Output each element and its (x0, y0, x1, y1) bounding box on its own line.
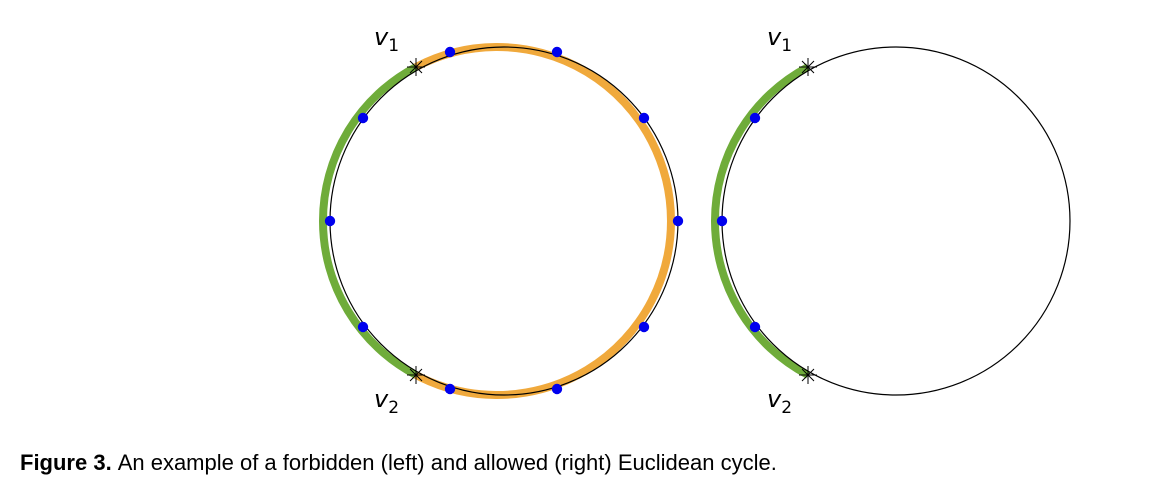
left-orange-arc (414, 43, 675, 399)
vertex-dot (749, 321, 761, 333)
vertex-dot (638, 112, 650, 124)
vertex-dot (551, 383, 563, 395)
figure-label: Figure 3. (20, 450, 112, 475)
right-cycle-line (721, 46, 1071, 396)
vertex-dot (324, 215, 336, 227)
star-marker-v2 (799, 366, 817, 384)
right-vertices (716, 112, 761, 333)
label-v2-right: v2 (767, 385, 792, 418)
figure-caption: Figure 3.An example of a forbidden (left… (20, 450, 777, 476)
star-marker-v2 (407, 366, 425, 384)
label-v1-left: v1 (374, 23, 399, 56)
vertex-dot (672, 215, 684, 227)
vertex-dot (444, 46, 456, 58)
vertex-dot (716, 215, 728, 227)
vertex-dot (357, 321, 369, 333)
left-vertices (324, 46, 684, 395)
vertex-dot (357, 112, 369, 124)
vertex-dot (444, 383, 456, 395)
star-marker-v1 (407, 58, 425, 76)
label-v1-right: v1 (767, 23, 792, 56)
cycle-left: v1 v2 (319, 23, 684, 418)
left-green-arc (319, 63, 418, 379)
figure-caption-text: An example of a forbidden (left) and all… (117, 450, 777, 475)
figure-diagram: v1 v2 v1 v2 (319, 23, 1071, 418)
label-v2-left: v2 (374, 385, 399, 418)
right-green-arc (711, 63, 810, 379)
vertex-dot (551, 46, 563, 58)
vertex-dot (749, 112, 761, 124)
cycle-right: v1 v2 (711, 23, 1071, 418)
star-marker-v1 (799, 58, 817, 76)
vertex-dot (638, 321, 650, 333)
